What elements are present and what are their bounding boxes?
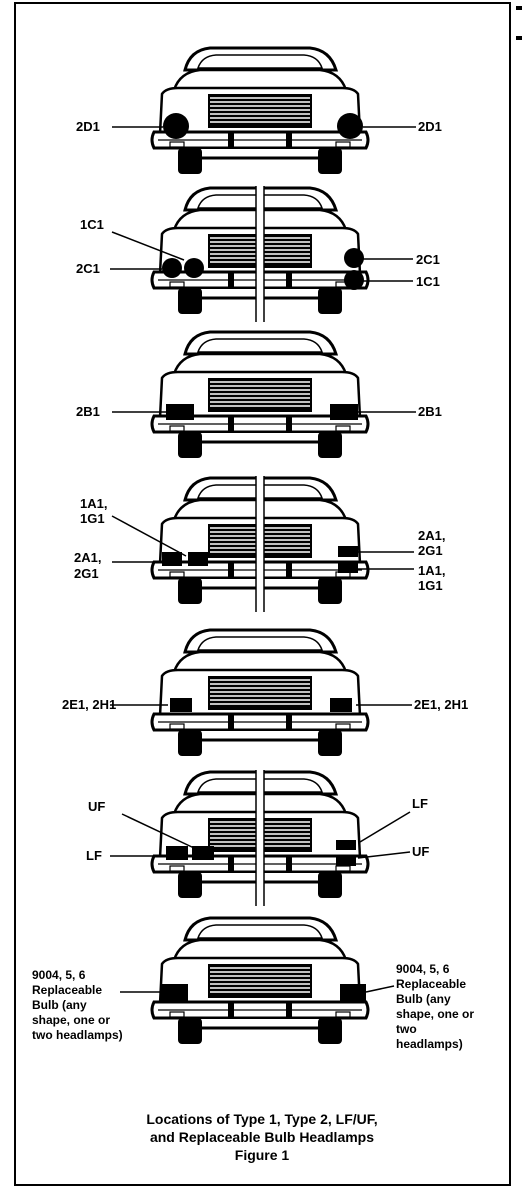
label-2e1-right: 2E1, 2H1	[414, 697, 468, 712]
headlamp-2b1-left	[166, 404, 194, 420]
label-1a1-left-1: 1A1,	[80, 496, 107, 511]
label-1a1-left-2: 1G1	[80, 511, 105, 526]
label-line: Replaceable	[396, 977, 466, 991]
label-line: two	[396, 1022, 417, 1036]
headlamp-2c1-left	[162, 258, 182, 278]
label-replaceable-right: 9004, 5, 6 Replaceable Bulb (any shape, …	[396, 962, 474, 1051]
label-2a1-right-1: 2A1,	[418, 528, 445, 543]
label-2e1-left: 2E1, 2H1	[62, 697, 116, 712]
label-line: shape, one or	[32, 1013, 110, 1027]
headlamp-1a1-right	[338, 562, 358, 573]
label-line: 9004, 5, 6	[32, 968, 86, 982]
headlamp-2a1-right	[338, 546, 358, 557]
label-line: headlamps)	[396, 1037, 463, 1051]
label-line: Bulb (any	[32, 998, 87, 1012]
label-1c1-right: 1C1	[416, 274, 440, 289]
headlamp-9004-right	[340, 984, 366, 1002]
label-1a1-right-2: 1G1	[418, 578, 443, 593]
label-2b1-left: 2B1	[76, 404, 100, 419]
car-4	[150, 476, 370, 612]
figure-frame	[14, 2, 511, 1186]
label-2b1-right: 2B1	[418, 404, 442, 419]
label-line: Bulb (any	[396, 992, 451, 1006]
label-line: Replaceable	[32, 983, 102, 997]
label-uf-left: UF	[88, 799, 105, 814]
headlamp-1c1-right	[344, 270, 364, 290]
car-5	[150, 628, 370, 758]
headlamp-uf-right	[336, 856, 356, 866]
car-3	[150, 330, 370, 460]
label-lf-right: LF	[412, 796, 428, 811]
car-7	[150, 916, 370, 1046]
label-2c1-right: 2C1	[416, 252, 440, 267]
label-replaceable-left: 9004, 5, 6 Replaceable Bulb (any shape, …	[32, 968, 123, 1042]
label-2a1-left-2: 2G1	[74, 566, 99, 581]
headlamp-2d1-left	[163, 113, 189, 139]
scan-mark	[516, 6, 522, 10]
figure-caption: Locations of Type 1, Type 2, LF/UF, and …	[146, 1111, 377, 1163]
headlamp-lf-right	[336, 840, 356, 850]
label-2a1-right-2: 2G1	[418, 543, 443, 558]
label-2a1-left-1: 2A1,	[74, 550, 101, 565]
headlamp-2d1-right	[337, 113, 363, 139]
car-1	[150, 46, 370, 176]
headlamp-2c1-right	[344, 248, 364, 268]
label-2d1-left: 2D1	[76, 119, 100, 134]
label-line: 9004, 5, 6	[396, 962, 450, 976]
label-lf-left: LF	[86, 848, 102, 863]
label-2c1-left: 2C1	[76, 261, 100, 276]
label-1a1-right-1: 1A1,	[418, 563, 445, 578]
headlamp-2a1-left	[162, 552, 182, 566]
headlamp-2e1-left	[170, 698, 192, 712]
car-2	[150, 186, 370, 322]
caption-line-2: and Replaceable Bulb Headlamps	[150, 1129, 374, 1145]
headlamp-1a1-left	[188, 552, 208, 566]
headlamp-uf-left	[192, 846, 214, 860]
headlamp-lf-left	[166, 846, 188, 860]
headlamp-2b1-right	[330, 404, 358, 420]
label-line: shape, one or	[396, 1007, 474, 1021]
headlamp-2e1-right	[330, 698, 352, 712]
caption-line-3: Figure 1	[235, 1147, 290, 1163]
car-6	[150, 770, 370, 906]
label-line: two headlamps)	[32, 1028, 123, 1042]
label-1c1-left: 1C1	[80, 217, 104, 232]
label-2d1-right: 2D1	[418, 119, 442, 134]
caption-line-1: Locations of Type 1, Type 2, LF/UF,	[146, 1111, 377, 1127]
scan-mark	[516, 36, 522, 40]
headlamp-1c1-left	[184, 258, 204, 278]
headlamp-9004-left	[160, 984, 188, 1002]
label-uf-right: UF	[412, 844, 429, 859]
